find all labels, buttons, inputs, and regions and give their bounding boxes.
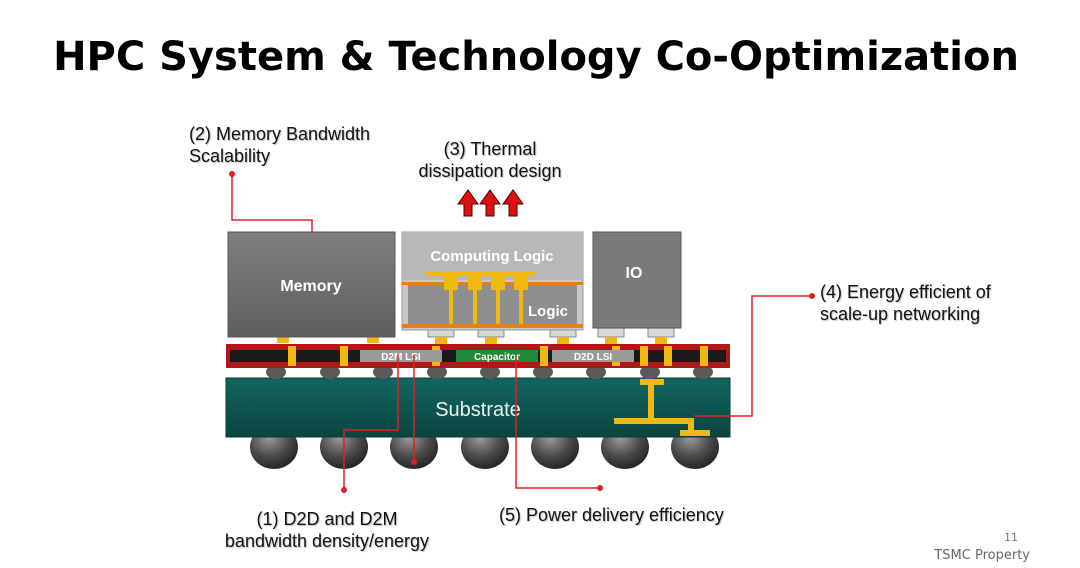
callout-power-delivery: (5) Power delivery efficiency — [499, 505, 724, 525]
substrate-routing — [614, 379, 710, 436]
io-die — [592, 231, 682, 329]
d2d-lsi-label: D2D LSI — [574, 352, 613, 363]
logic-die — [408, 285, 577, 324]
d2m-lsi-label: D2M LSI — [381, 352, 421, 363]
callout-memory-bandwidth: (2) Memory Bandwidth Scalability — [189, 124, 371, 166]
computing-logic-label: Computing Logic — [430, 248, 553, 265]
memory-die — [227, 231, 396, 338]
leader-lines — [231, 174, 812, 490]
callout-thermal: (3) Thermal dissipation design — [418, 139, 562, 181]
logic-label: Logic — [528, 303, 568, 320]
leader-dots — [229, 171, 815, 493]
io-label: IO — [626, 265, 643, 282]
footer-text: TSMC Property — [934, 548, 1030, 563]
d2m-lsi — [360, 350, 442, 362]
substrate-label: Substrate — [435, 399, 521, 421]
d2d-lsi — [552, 350, 634, 362]
capacitor-label: Capacitor — [474, 352, 520, 363]
callout-networking: (4) Energy efficient of scale-up network… — [820, 282, 991, 324]
slide-title: HPC System & Technology Co-Optimization — [53, 34, 1019, 80]
thermal-arrows — [457, 189, 524, 217]
callout-d2d-bandwidth: (1) D2D and D2M bandwidth density/energy — [224, 509, 430, 551]
tsv-interconnects — [425, 272, 535, 324]
substrate — [225, 377, 731, 438]
capacitor — [456, 350, 538, 362]
memory-label: Memory — [280, 278, 341, 295]
c4-bumps — [266, 365, 713, 379]
page-number: 11 — [1004, 531, 1018, 544]
